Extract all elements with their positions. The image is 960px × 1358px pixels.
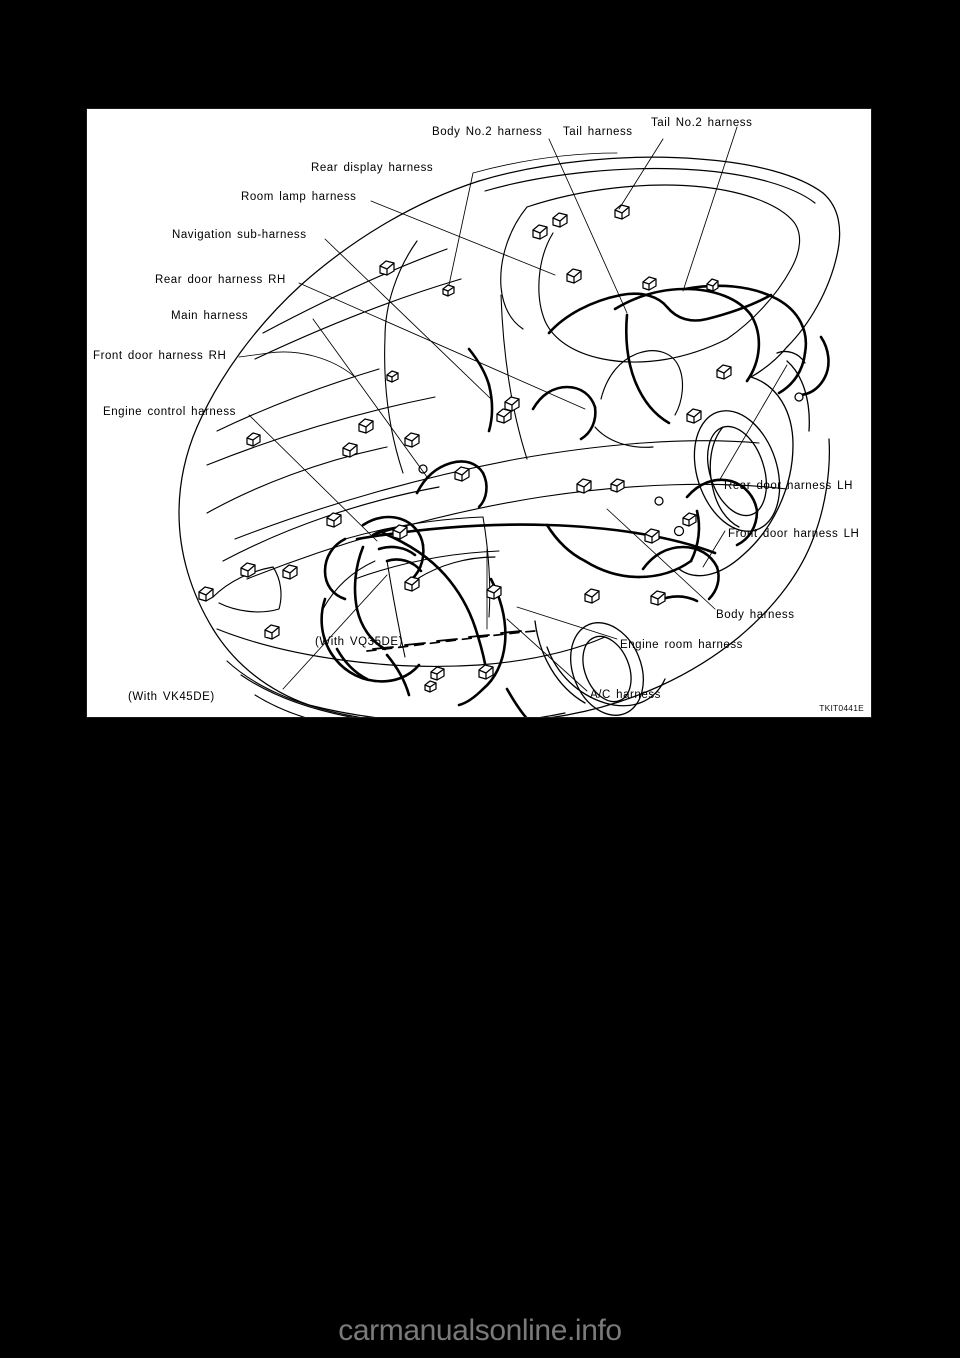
harness-connectors [198,204,804,693]
callout-label-engine_control: Engine control harness [103,406,236,418]
vehicle-front-end [206,446,606,717]
engine-bay-structure [322,516,536,658]
callout-label-body_no2: Body No.2 harness [432,126,543,138]
callout-label-room_lamp: Room lamp harness [241,191,357,203]
callout-label-rear_display: Rear display harness [311,162,434,174]
figure-id-code: TKIT0441E [819,703,864,713]
front-wheel [534,620,666,716]
vehicle-body-outline [178,156,841,717]
figure-frame: TKIT0441E [86,108,872,718]
callout-label-ac: A/C harness [590,689,661,701]
callout-label-front_door_rh: Front door harness RH [93,350,227,362]
vehicle-panel-seams [206,294,788,580]
callout-label-engine_room: Engine room harness [620,639,743,651]
callout-label-navigation_sub: Navigation sub-harness [172,229,307,241]
callout-leader-lines [238,126,788,692]
callout-label-main: Main harness [171,310,249,322]
harness-routing-diagram [178,126,841,717]
site-watermark: carmanualsonline.info [338,1314,622,1347]
callout-label-with_vk45de: (With VK45DE) [128,691,215,703]
callout-label-front_door_lh: Front door harness LH [728,528,860,540]
callout-label-tail: Tail harness [563,126,633,138]
callout-label-tail_no2: Tail No.2 harness [651,117,753,129]
interior-structure [416,350,684,580]
vehicle-window-frames [254,167,816,363]
rear-wheel [678,350,810,577]
callout-label-with_vq35de: (With VQ35DE) [315,636,403,648]
callout-label-body: Body harness [716,609,795,621]
harness-runs [320,284,830,717]
callout-label-rear_door_rh: Rear door harness RH [155,274,286,286]
callout-label-rear_door_lh: Rear door harness LH [724,480,853,492]
